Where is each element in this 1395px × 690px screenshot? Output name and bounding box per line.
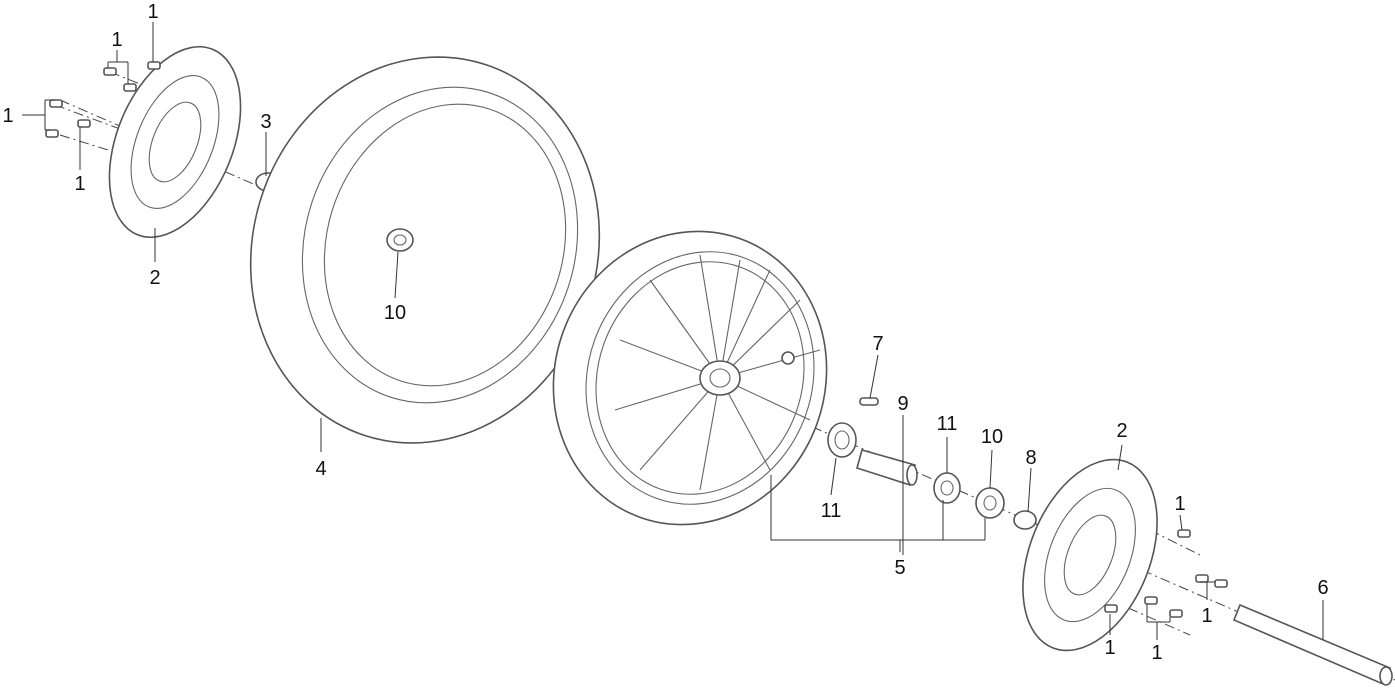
callout-1: 1 bbox=[2, 105, 13, 127]
brake-disc-right bbox=[1022, 458, 1158, 652]
callout-8: 8 bbox=[1025, 447, 1036, 469]
callout-1: 1 bbox=[1174, 493, 1185, 515]
wheel-rim bbox=[552, 230, 828, 526]
bearing-11-right bbox=[933, 472, 961, 504]
callout-5: 5 bbox=[894, 557, 905, 579]
callout-1: 1 bbox=[147, 1, 158, 23]
bolts-left bbox=[45, 61, 161, 138]
callout-2: 2 bbox=[1116, 420, 1127, 442]
callout-11: 11 bbox=[937, 413, 958, 435]
callout-11: 11 bbox=[821, 500, 842, 522]
bearing-11-left bbox=[827, 422, 857, 458]
callout-10: 10 bbox=[384, 302, 406, 324]
bearing-seal-left bbox=[386, 228, 414, 252]
callout-6: 6 bbox=[1317, 577, 1328, 599]
callout-9: 9 bbox=[897, 393, 908, 415]
callout-4: 4 bbox=[315, 458, 326, 480]
bolts-right bbox=[1104, 529, 1228, 618]
brake-disc-left bbox=[108, 45, 242, 239]
spacer-8 bbox=[1013, 510, 1037, 530]
callout-2: 2 bbox=[149, 267, 160, 289]
bolt-axis-lines bbox=[54, 71, 1201, 636]
spacer-tube-9 bbox=[856, 449, 918, 487]
callout-1: 1 bbox=[1201, 605, 1212, 627]
axle bbox=[1232, 603, 1393, 686]
valve bbox=[859, 397, 879, 406]
callout-1: 1 bbox=[111, 29, 122, 51]
callout-1: 1 bbox=[1151, 642, 1162, 664]
seal-10-right bbox=[975, 487, 1005, 519]
callout-10: 10 bbox=[981, 426, 1003, 448]
callout-1: 1 bbox=[74, 173, 85, 195]
callout-1: 1 bbox=[1104, 637, 1115, 659]
callout-3: 3 bbox=[260, 111, 271, 133]
callout-7: 7 bbox=[872, 333, 883, 355]
leader-lines bbox=[22, 22, 1324, 640]
